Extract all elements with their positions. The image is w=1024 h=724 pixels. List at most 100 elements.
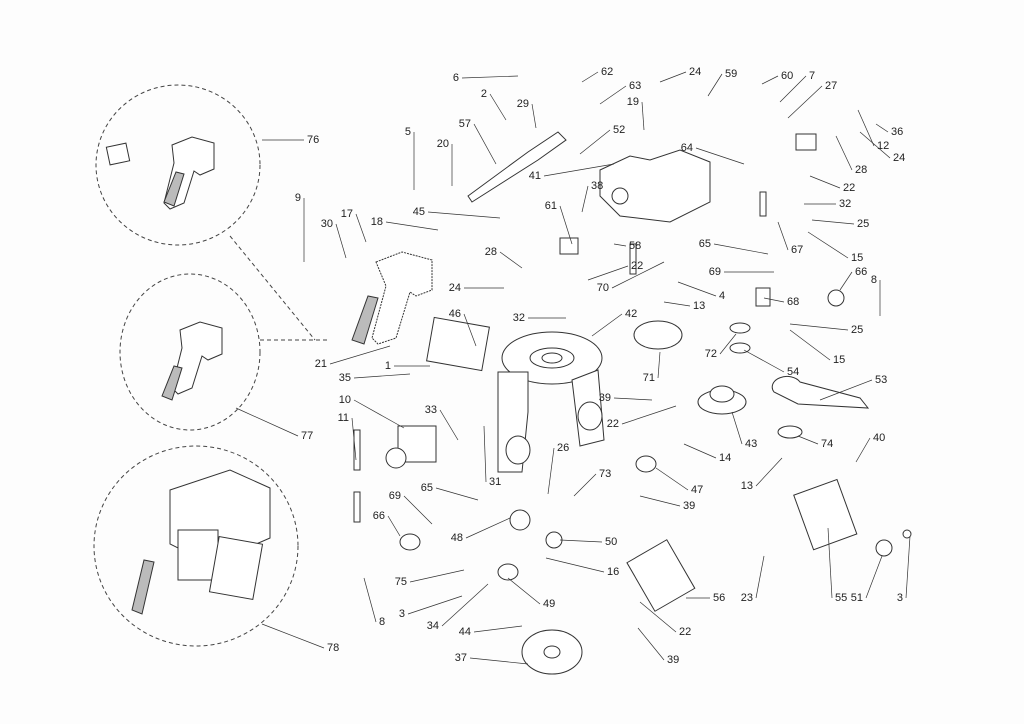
leader-line — [797, 435, 819, 445]
leader-line — [483, 425, 487, 483]
callout-21: 21 — [315, 345, 391, 370]
callout-label: 7 — [809, 70, 815, 82]
callout-74: 74 — [797, 435, 833, 450]
callout-label: 27 — [825, 80, 837, 92]
callout-label: 21 — [315, 358, 327, 370]
leader-line — [639, 495, 681, 507]
leader-line — [581, 71, 599, 83]
leader-line — [573, 473, 597, 497]
callout-label: 69 — [389, 490, 401, 502]
leader-line — [641, 101, 645, 131]
plate-56 — [626, 539, 696, 612]
callout-label: 3 — [897, 592, 903, 604]
callout-label: 22 — [679, 626, 691, 638]
callout-label: 39 — [599, 392, 611, 404]
callout-63: 63 — [599, 80, 641, 105]
callout-45: 45 — [413, 206, 501, 219]
callout-68: 68 — [763, 296, 799, 308]
callout-label: 31 — [489, 476, 501, 488]
leader-line — [579, 129, 611, 155]
callout-1: 1 — [385, 360, 430, 372]
callout-label: 41 — [529, 170, 541, 182]
callout-label: 25 — [851, 324, 863, 336]
callout-label: 58 — [629, 240, 641, 252]
callout-label: 72 — [705, 348, 717, 360]
callout-label: 16 — [607, 566, 619, 578]
callout-52: 52 — [579, 124, 625, 155]
callout-27: 27 — [787, 80, 837, 119]
callout-label: 6 — [453, 72, 459, 84]
leader-line — [827, 527, 833, 599]
callout-label: 38 — [591, 180, 603, 192]
callout-64: 64 — [681, 142, 745, 165]
switch-box-10 — [385, 425, 437, 469]
leader-line — [469, 657, 529, 665]
callout-label: 56 — [713, 592, 725, 604]
leader-line — [637, 627, 665, 661]
callout-label: 8 — [871, 274, 877, 286]
callout-33: 33 — [425, 404, 459, 441]
callout-38: 38 — [581, 180, 603, 213]
callout-label: 8 — [379, 616, 385, 628]
callout-78: 78 — [261, 623, 339, 654]
callout-label: 35 — [339, 372, 351, 384]
leader-line — [235, 407, 299, 437]
callout-label: 36 — [891, 126, 903, 138]
callout-58: 58 — [613, 240, 641, 252]
leader-line — [473, 625, 523, 633]
leader-line — [507, 577, 541, 605]
callout-20: 20 — [437, 138, 453, 186]
callout-62: 62 — [581, 66, 613, 83]
callout-75: 75 — [395, 569, 465, 588]
callout-label: 48 — [451, 532, 463, 544]
callout-15: 15 — [789, 329, 845, 366]
callout-label: 25 — [857, 218, 869, 230]
leader-line — [407, 595, 463, 615]
callout-67: 67 — [777, 221, 803, 256]
callout-label: 37 — [455, 652, 467, 664]
leader-line — [531, 103, 537, 129]
leader-line — [441, 583, 489, 627]
callout-label: 19 — [627, 96, 639, 108]
leader-line — [789, 329, 831, 361]
callout-label: 13 — [693, 300, 705, 312]
leader-line — [755, 555, 765, 599]
callout-54: 54 — [743, 349, 799, 378]
callout-label: 32 — [513, 312, 525, 324]
callout-65: 65 — [699, 238, 769, 255]
leader-line — [779, 75, 807, 103]
callout-label: 22 — [607, 418, 619, 430]
callout-41: 41 — [529, 163, 615, 182]
callout-37: 37 — [455, 652, 529, 665]
callout-29: 29 — [517, 98, 537, 129]
callout-17: 17 — [341, 208, 367, 243]
callout-label: 34 — [427, 620, 439, 632]
callout-9: 9 — [295, 192, 305, 262]
callout-label: 14 — [719, 452, 731, 464]
leader-line — [463, 313, 477, 347]
callout-56: 56 — [686, 592, 725, 604]
leader-line — [761, 75, 779, 85]
callout-36: 36 — [875, 123, 903, 138]
callout-label: 39 — [683, 500, 695, 512]
leader-line — [659, 71, 687, 83]
leader-line — [809, 175, 841, 189]
leader-line — [385, 221, 439, 231]
leader-line — [403, 495, 433, 525]
callout-label: 60 — [781, 70, 793, 82]
callout-label: 55 — [835, 592, 847, 604]
leader-line — [581, 185, 589, 213]
callout-49: 49 — [507, 577, 555, 610]
callout-label: 49 — [543, 598, 555, 610]
callout-39: 39 — [639, 495, 695, 512]
callout-34: 34 — [427, 583, 489, 632]
callout-25: 25 — [811, 218, 869, 230]
leader-line — [353, 373, 411, 379]
callout-label: 77 — [301, 430, 313, 442]
leader-line — [787, 85, 823, 119]
callout-46: 46 — [449, 308, 477, 347]
leader-line — [657, 351, 661, 379]
callout-label: 3 — [399, 608, 405, 620]
callout-label: 76 — [307, 134, 319, 146]
